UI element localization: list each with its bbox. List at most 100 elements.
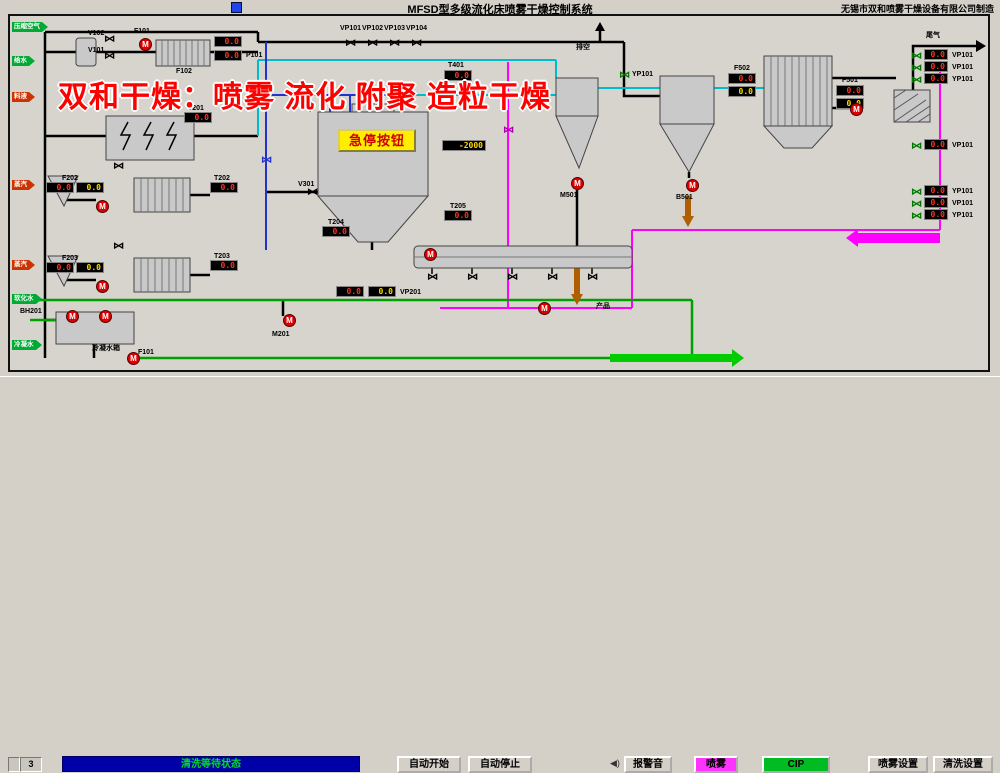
tag-F202: F202 — [62, 175, 78, 182]
clean-settings-button[interactable]: 清洗设置 — [933, 756, 993, 773]
tag-M501: M501 — [560, 192, 578, 199]
motor-indicator: M — [66, 310, 79, 323]
manufacturer-label: 无锡市双和喷雾干燥设备有限公司制造 — [840, 4, 994, 14]
tag-VP104: VP104 — [406, 25, 428, 32]
tag-YP101: YP101 — [952, 212, 974, 219]
tag-F502: F502 — [734, 65, 750, 72]
auto-stop-button[interactable]: 自动停止 — [468, 756, 532, 773]
valve-icon[interactable]: ⋈ — [507, 272, 518, 282]
value-display: 0.0 — [924, 73, 948, 84]
spray-button[interactable]: 喷雾 — [694, 756, 738, 773]
inlet-arrow-压缩空气: 压缩空气 — [12, 22, 48, 32]
tag-VP102: VP102 — [362, 25, 384, 32]
value-display: 0.0 — [336, 286, 364, 297]
valve-icon[interactable]: ⋈ — [411, 38, 422, 48]
value-display: 0.0 — [924, 61, 948, 72]
tag-尾气: 尾气 — [926, 32, 940, 39]
value-display: 0.0 — [444, 210, 472, 221]
value-display: 0.0 — [76, 182, 104, 193]
value-display: 0.0 — [322, 226, 350, 237]
inlet-label: 冷凝水 — [12, 340, 36, 350]
motor-indicator: M — [850, 103, 863, 116]
value-display: 0.0 — [924, 209, 948, 220]
value-display: 0.0 — [924, 49, 948, 60]
valve-icon[interactable]: ⋈ — [307, 187, 318, 197]
inlet-label: 料液 — [12, 92, 29, 102]
tag-B501: B501 — [676, 194, 693, 201]
valve-icon[interactable]: ⋈ — [619, 70, 630, 80]
motor-indicator: M — [96, 280, 109, 293]
motor-indicator: M — [139, 38, 152, 51]
valve-icon[interactable]: ⋈ — [427, 272, 438, 282]
tag-VP101: VP101 — [952, 200, 974, 207]
tag-YP101: YP101 — [632, 71, 654, 78]
tag-排空: 排空 — [576, 44, 590, 51]
inlet-arrow-给水: 给水 — [12, 56, 35, 66]
valve-icon[interactable]: ⋈ — [587, 272, 598, 282]
tag-T205: T205 — [450, 203, 466, 210]
valve-icon[interactable]: ⋈ — [367, 38, 378, 48]
watermark-text: 双和干燥：喷雾 流化 附聚 造粒干燥 — [58, 81, 552, 114]
arrow-icon — [29, 56, 35, 66]
arrow-icon — [29, 260, 35, 270]
window-icon — [231, 2, 242, 13]
valve-icon[interactable]: ⋈ — [113, 161, 124, 171]
emergency-stop-button[interactable]: 急停按钮 — [338, 129, 416, 152]
tag-V102: V102 — [88, 30, 105, 37]
value-display: 0.0 — [214, 50, 242, 61]
arrow-icon — [42, 22, 48, 32]
tag-VP103: VP103 — [384, 25, 406, 32]
tag-产品: 产品 — [596, 303, 610, 310]
inlet-arrow-蒸汽: 蒸汽 — [12, 260, 35, 270]
counter-box-small — [8, 757, 20, 772]
inlet-arrow-冷凝水: 冷凝水 — [12, 340, 42, 350]
arrow-icon — [35, 294, 42, 304]
valve-icon[interactable]: ⋈ — [104, 34, 115, 44]
tag-VP101: VP101 — [952, 64, 974, 71]
valve-icon[interactable]: ⋈ — [547, 272, 558, 282]
tag-YP101: YP101 — [952, 188, 974, 195]
valve-icon[interactable]: ⋈ — [911, 199, 922, 209]
valve-icon[interactable]: ⋈ — [911, 141, 922, 151]
value-display: 0.0 — [924, 197, 948, 208]
motor-indicator: M — [99, 310, 112, 323]
valve-icon[interactable]: ⋈ — [911, 75, 922, 85]
valve-icon[interactable]: ⋈ — [389, 38, 400, 48]
window-title: MFSD型多级流化床喷雾干燥控制系统 — [407, 4, 593, 16]
tag-BH201: BH201 — [20, 308, 42, 315]
value-display: 0.0 — [210, 182, 238, 193]
value-display: 0.0 — [728, 86, 756, 97]
valve-icon[interactable]: ⋈ — [911, 187, 922, 197]
valve-icon[interactable]: ⋈ — [911, 63, 922, 73]
spray-settings-button[interactable]: 喷雾设置 — [868, 756, 928, 773]
valve-icon[interactable]: ⋈ — [261, 155, 272, 165]
tag-T203: T203 — [214, 253, 230, 260]
valve-icon[interactable]: ⋈ — [104, 51, 115, 61]
motor-indicator: M — [283, 314, 296, 327]
inlet-label: 蒸汽 — [12, 180, 29, 190]
tag-F203: F203 — [62, 255, 78, 262]
arrow-icon — [29, 92, 35, 102]
bottom-bar: 3 清洗等待状态 自动开始 自动停止 ◀) 报警音 喷雾 CIP 喷雾设置 清洗… — [0, 376, 1000, 773]
arrow-icon — [29, 180, 35, 190]
valve-icon[interactable]: ⋈ — [467, 272, 478, 282]
valve-icon[interactable]: ⋈ — [503, 125, 514, 135]
auto-start-button[interactable]: 自动开始 — [397, 756, 461, 773]
status-message: 清洗等待状态 — [62, 756, 360, 772]
value-display: 0.0 — [728, 73, 756, 84]
value-display: 0.0 — [924, 185, 948, 196]
counter-box: 3 — [20, 757, 42, 772]
valve-icon[interactable]: ⋈ — [345, 38, 356, 48]
valve-icon[interactable]: ⋈ — [911, 51, 922, 61]
alarm-sound-button[interactable]: 报警音 — [624, 756, 672, 773]
motor-indicator: M — [538, 302, 551, 315]
tag-T202: T202 — [214, 175, 230, 182]
valve-icon[interactable]: ⋈ — [911, 211, 922, 221]
tag-VP101: VP101 — [952, 142, 974, 149]
inlet-label: 压缩空气 — [12, 22, 42, 32]
inlet-label: 蒸汽 — [12, 260, 29, 270]
tag-T204: T204 — [328, 219, 344, 226]
cip-button[interactable]: CIP — [762, 756, 830, 773]
valve-icon[interactable]: ⋈ — [113, 241, 124, 251]
